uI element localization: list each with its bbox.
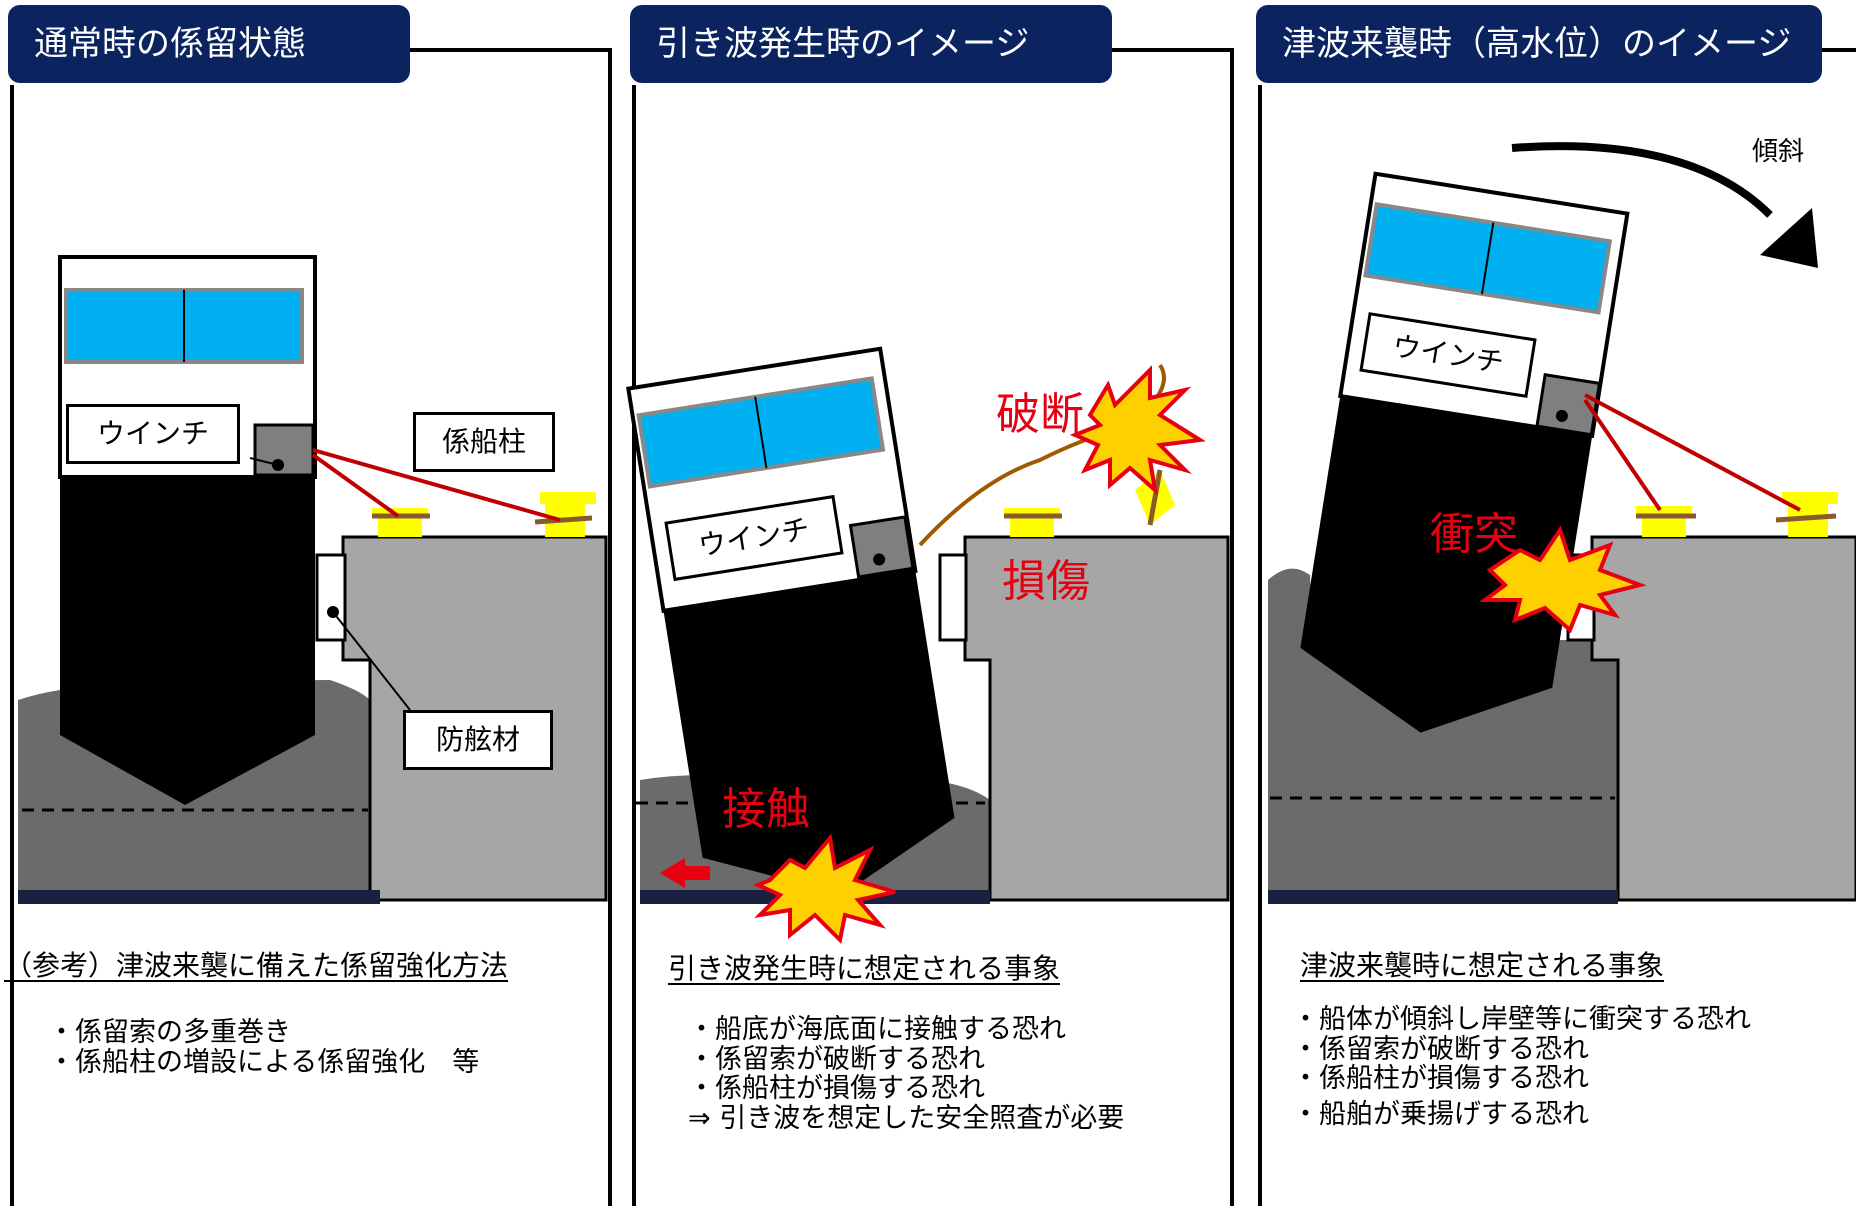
panel-2-frame <box>632 48 1234 1206</box>
fender <box>315 553 347 642</box>
note-item: ・船体が傾斜し岸壁等に衝突する恐れ <box>1292 1004 1751 1035</box>
winch-icon <box>848 515 915 579</box>
notes-list: ・船底が海底面に接触する恐れ ・係留索が破断する恐れ ・係船柱が損傷する恐れ ⇒… <box>688 1015 1124 1134</box>
notes-heading: （参考）津波来襲に備えた係留強化方法 <box>4 949 509 982</box>
bollard-icon <box>372 492 596 537</box>
burst-icon <box>752 833 896 945</box>
panel-3-frame <box>1258 48 1856 1206</box>
notes-list: ・船体が傾斜し岸壁等に衝突する恐れ ・係留索が破断する恐れ ・係船柱が損傷する恐… <box>1292 1005 1751 1130</box>
break-label: 破断 <box>996 389 1084 440</box>
note-item: ⇒ 引き波を想定した安全照査が必要 <box>688 1103 1125 1135</box>
burst-icon <box>1479 525 1647 634</box>
panel-1-frame <box>10 48 612 1206</box>
mooring-rope <box>312 448 561 522</box>
panel-title-tsunami: 津波来襲時（高水位）のイメージ <box>1256 5 1822 83</box>
note-item: ・係留索が破断する恐れ <box>1292 1033 1589 1065</box>
notes-list: ・係留索の多重巻き ・係船柱の増設による係留強化 等 <box>48 1018 479 1077</box>
burst-icon <box>1069 365 1206 496</box>
collision-label: 衝突 <box>1430 509 1518 560</box>
winch-icon <box>253 423 315 477</box>
arrow-left-icon <box>660 858 710 888</box>
damage-label: 損傷 <box>1002 556 1090 607</box>
seabed-base <box>1268 890 1618 904</box>
notes-heading: 津波来襲時に想定される事象 <box>1300 949 1665 982</box>
ship-normal <box>58 255 317 805</box>
winch-icon <box>1535 373 1602 437</box>
note-item: ・係船柱が損傷する恐れ <box>1292 1063 1589 1095</box>
note-item: ・係留索が破断する恐れ <box>688 1043 985 1075</box>
seabed-base <box>18 890 380 904</box>
panel-title-drawback: 引き波発生時のイメージ <box>630 5 1112 83</box>
note-item: ・船底が海底面に接触する恐れ <box>688 1014 1066 1045</box>
tilt-arrow-icon <box>1511 142 1773 218</box>
tilt-label: 傾斜 <box>1752 137 1805 167</box>
mooring-rope <box>1583 398 1662 512</box>
fender <box>938 553 968 642</box>
quay-wall <box>1590 535 1856 902</box>
notes-heading: 引き波発生時に想定される事象 <box>668 952 1061 985</box>
winch-label: ウインチ <box>66 404 240 464</box>
contact-label: 接触 <box>722 784 810 835</box>
note-item: ・係船柱の増設による係留強化 等 <box>48 1046 480 1078</box>
bollard-label: 係船柱 <box>413 412 555 472</box>
note-item: ・係船柱が損傷する恐れ <box>688 1073 985 1105</box>
note-item: ・船舶が乗揚げする恐れ <box>1292 1099 1589 1131</box>
note-item: ・係留索の多重巻き <box>48 1017 291 1048</box>
fender-label: 防舷材 <box>403 710 553 770</box>
panel-title-normal: 通常時の係留状態 <box>8 5 410 83</box>
mooring-rope <box>311 453 400 518</box>
mooring-rope <box>1584 393 1801 512</box>
